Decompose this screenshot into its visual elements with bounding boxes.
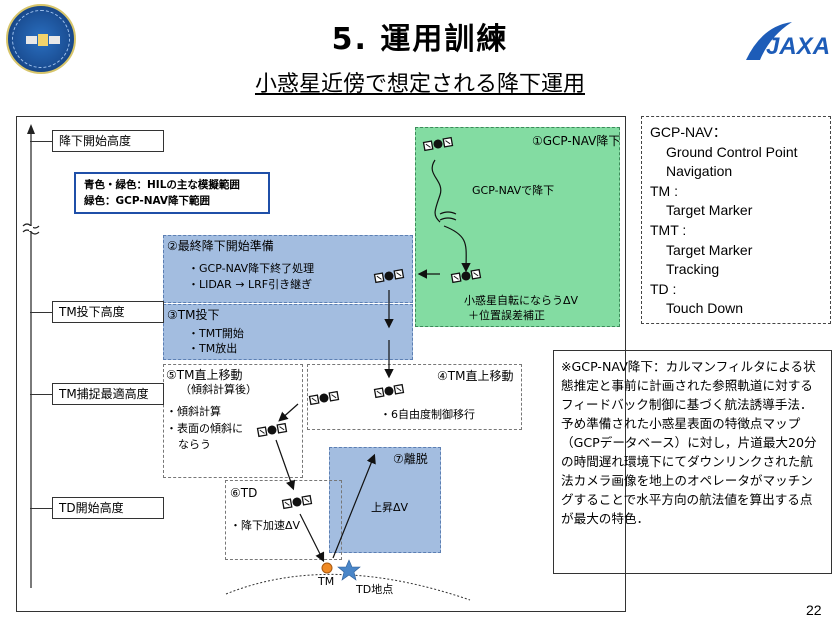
emblem-spacecraft-icon xyxy=(26,34,60,46)
phase2-item: ・LIDAR → LRF引き継ぎ xyxy=(188,278,313,291)
spacecraft-icon xyxy=(256,422,288,438)
altitude-tick xyxy=(30,508,52,509)
phase2-region xyxy=(163,235,413,303)
phase1-region xyxy=(415,127,620,327)
spacecraft-icon xyxy=(281,494,313,510)
altitude-tick xyxy=(30,312,52,313)
glossary-definition: Target Marker xyxy=(666,241,753,258)
altitude-label-tm-capture: TM捕捉最適高度 xyxy=(52,383,164,405)
glossary-box: GCP-NAV： Ground Control Point Navigation… xyxy=(641,116,831,324)
phase3-heading: ③TM投下 xyxy=(167,308,220,322)
phase7-item: 上昇ΔV xyxy=(371,501,409,514)
glossary-definition: Navigation xyxy=(666,163,733,180)
phase5-subheading: （傾斜計算後） xyxy=(180,383,257,396)
mission-emblem xyxy=(6,4,76,74)
phase1-note: ＋位置誤差補正 xyxy=(468,309,545,322)
diagram-frame xyxy=(16,116,626,612)
altitude-label-descent-start: 降下開始高度 xyxy=(52,130,164,152)
page-subtitle: 小惑星近傍で想定される降下運用 xyxy=(254,72,585,97)
spacecraft-icon xyxy=(373,383,405,399)
glossary-term: TM : xyxy=(650,182,678,199)
legend-line: 青色・緑色：HILの主な模擬範囲 xyxy=(84,179,240,191)
phase3-item: ・TM放出 xyxy=(188,342,238,355)
glossary-term: GCP-NAV： xyxy=(650,124,727,140)
phase4-heading: ④TM直上移動 xyxy=(437,369,514,383)
glossary-term: TD : xyxy=(650,280,677,297)
phase1-heading: ①GCP-NAV降下 xyxy=(532,134,621,148)
glossary-definition: Ground Control Point xyxy=(666,143,798,160)
phase3-item: ・TMT開始 xyxy=(188,327,244,340)
altitude-tick xyxy=(30,394,52,395)
glossary-term: TMT : xyxy=(650,221,687,238)
phase6-heading: ⑥TD xyxy=(230,486,258,500)
spacecraft-icon xyxy=(422,136,454,152)
glossary-definition: Target Marker xyxy=(666,202,753,219)
phase6-region xyxy=(225,480,342,560)
td-star-icon xyxy=(337,559,361,581)
spacecraft-icon xyxy=(373,268,405,284)
legend-line: 緑色：GCP-NAV降下範囲 xyxy=(84,195,211,207)
phase5-item: ・表面の傾斜に xyxy=(166,422,243,435)
page-title: 5. 運用訓練 xyxy=(331,22,509,57)
altitude-tick xyxy=(30,141,52,142)
phase4-item: ・6自由度制御移行 xyxy=(380,408,475,421)
phase1-text: GCP-NAVで降下 xyxy=(472,184,555,197)
gcp-nav-explanation: ※GCP-NAV降下：カルマンフィルタによる状態推定と事前に計画された参照軌道に… xyxy=(553,350,832,574)
phase6-item: ・降下加速ΔV xyxy=(230,519,301,532)
phase2-heading: ②最終降下開始準備 xyxy=(167,239,274,253)
tm-label: TM xyxy=(318,575,335,588)
emblem-ring xyxy=(12,10,70,68)
td-point-label: TD地点 xyxy=(356,583,394,596)
phase7-heading: ⑦離脱 xyxy=(393,452,428,466)
altitude-label-td-start: TD開始高度 xyxy=(52,497,164,519)
svg-text:JAXA: JAXA xyxy=(766,33,830,60)
phase5-item: ・傾斜計算 xyxy=(166,405,221,418)
phase1-note: 小惑星自転にならうΔV xyxy=(464,294,579,307)
spacecraft-icon xyxy=(308,390,340,406)
tm-marker xyxy=(321,562,333,574)
phase4-region xyxy=(307,364,522,430)
legend-box: 青色・緑色：HILの主な模擬範囲 緑色：GCP-NAV降下範囲 xyxy=(74,172,270,214)
spacecraft-icon xyxy=(450,268,482,284)
phase5-heading: ⑤TM直上移動 xyxy=(166,368,243,382)
glossary-definition: Touch Down xyxy=(666,300,744,317)
altitude-label-tm-drop: TM投下高度 xyxy=(52,301,164,323)
phase7-region xyxy=(329,447,441,553)
glossary-definition: Tracking xyxy=(666,261,720,278)
phase2-item: ・GCP-NAV降下終了処理 xyxy=(188,262,315,275)
phase5-item: ならう xyxy=(178,438,211,451)
phase3-region xyxy=(163,304,413,360)
jaxa-logo: JAXA xyxy=(746,22,830,60)
page-number: 22 xyxy=(806,602,822,618)
